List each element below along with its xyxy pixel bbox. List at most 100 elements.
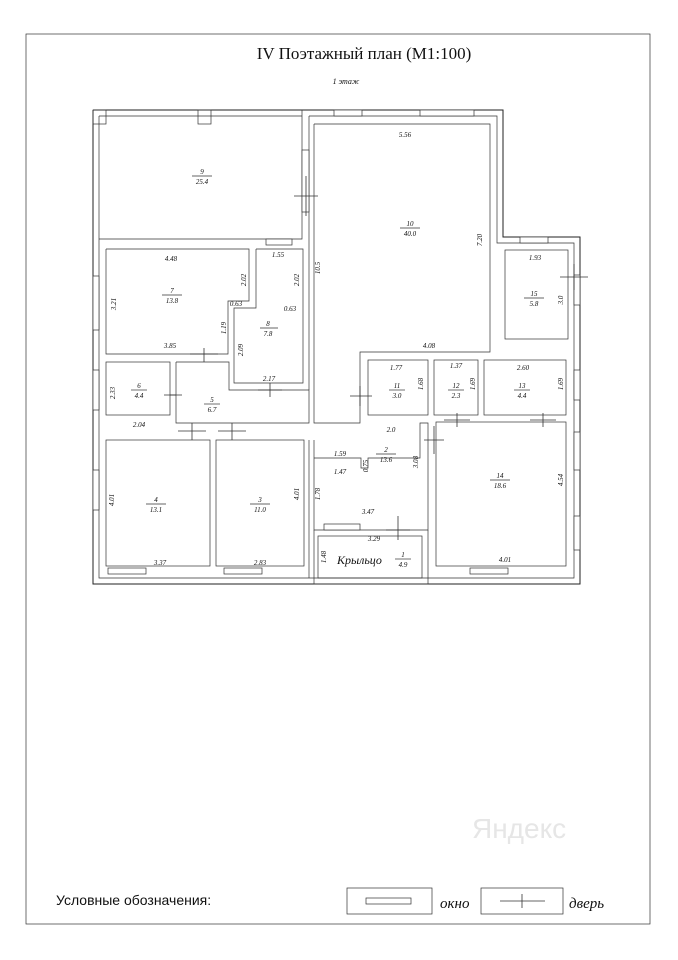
room-2-label: 213.6	[376, 446, 396, 464]
svg-text:4.08: 4.08	[423, 342, 436, 350]
room-3-label: 311.0	[250, 496, 270, 514]
room-8-label: 87.8	[260, 320, 278, 338]
svg-text:2.09: 2.09	[237, 343, 245, 356]
room-4-label: 413.1	[146, 496, 166, 514]
room-15-label: 155.8	[524, 290, 544, 308]
doors	[164, 176, 588, 540]
svg-text:1.37: 1.37	[450, 362, 463, 370]
svg-text:11.0: 11.0	[254, 506, 266, 514]
svg-text:12: 12	[453, 382, 461, 390]
legend-window-label: окно	[440, 896, 470, 912]
svg-text:1.47: 1.47	[334, 468, 347, 476]
room-9-label: 925.4	[192, 168, 212, 186]
svg-text:1.93: 1.93	[529, 254, 542, 262]
svg-text:3.29: 3.29	[367, 535, 381, 543]
svg-text:13: 13	[519, 382, 527, 390]
legend-window-symbol	[346, 887, 433, 915]
svg-text:8: 8	[266, 320, 270, 328]
exterior-walls	[92, 109, 581, 585]
svg-text:2.02: 2.02	[293, 273, 301, 286]
svg-text:1.55: 1.55	[272, 251, 285, 259]
svg-text:2.33: 2.33	[109, 386, 117, 399]
svg-text:2.02: 2.02	[240, 273, 248, 286]
svg-text:7: 7	[170, 287, 174, 295]
floor-label: 1 этаж	[333, 77, 360, 86]
svg-text:5.8: 5.8	[530, 300, 539, 308]
svg-text:2.04: 2.04	[133, 421, 146, 429]
svg-text:13.6: 13.6	[380, 456, 393, 464]
svg-text:2: 2	[384, 446, 388, 454]
windows	[92, 109, 581, 575]
plan-title: IV Поэтажный план (М1:100)	[257, 44, 472, 63]
svg-text:2.60: 2.60	[517, 364, 530, 372]
svg-text:0.63: 0.63	[230, 300, 243, 308]
svg-text:7.8: 7.8	[264, 330, 273, 338]
svg-text:2.0: 2.0	[387, 426, 396, 434]
room-14-label: 14 18.6	[490, 472, 510, 490]
legend-label: Условные обозначения:	[56, 892, 211, 908]
svg-text:40.0: 40.0	[404, 230, 417, 238]
svg-text:1.77: 1.77	[390, 364, 403, 372]
svg-text:3.37: 3.37	[153, 559, 167, 567]
svg-text:6: 6	[137, 382, 141, 390]
legend-door-label: дверь	[569, 896, 604, 912]
svg-text:13.8: 13.8	[166, 297, 179, 305]
svg-text:1.68: 1.68	[417, 377, 425, 390]
svg-text:3.0: 3.0	[392, 392, 402, 400]
svg-text:3: 3	[257, 496, 262, 504]
watermark: Яндекс	[472, 813, 566, 844]
svg-text:9: 9	[200, 168, 204, 176]
svg-text:4: 4	[154, 496, 158, 504]
dimension-labels: 5.56 7.20 10.5 4.08 4.48 2.02 0.63 3.21 …	[108, 131, 565, 567]
svg-text:18.6: 18.6	[494, 482, 507, 490]
svg-text:3.47: 3.47	[361, 508, 375, 516]
svg-text:6.7: 6.7	[208, 406, 217, 414]
svg-text:4.48: 4.48	[165, 255, 178, 263]
svg-text:7.20: 7.20	[476, 233, 484, 246]
room-12-label: 122.3	[448, 382, 464, 400]
svg-text:1.48: 1.48	[320, 550, 328, 563]
svg-text:1.69: 1.69	[469, 377, 477, 390]
room-10-label: 10 40.0	[400, 220, 420, 238]
svg-text:4.01: 4.01	[108, 494, 116, 506]
svg-text:1.19: 1.19	[220, 321, 228, 334]
svg-text:2.3: 2.3	[452, 392, 461, 400]
room-11-label: 113.0	[389, 382, 405, 400]
legend-door-symbol	[480, 887, 564, 915]
svg-text:1.59: 1.59	[334, 450, 347, 458]
svg-text:4.54: 4.54	[557, 473, 565, 486]
svg-text:2.17: 2.17	[263, 375, 276, 383]
room-1-label: 14.9	[395, 551, 411, 569]
svg-text:0.63: 0.63	[284, 305, 297, 313]
svg-text:10: 10	[407, 220, 415, 228]
svg-text:25.4: 25.4	[196, 178, 209, 186]
legend: Условные обозначения: окно дверь	[56, 887, 604, 915]
sheet-frame	[25, 33, 651, 925]
svg-text:5: 5	[210, 396, 214, 404]
svg-text:3.0: 3.0	[557, 295, 565, 305]
svg-text:4.4: 4.4	[518, 392, 527, 400]
room-13-label: 134.4	[514, 382, 530, 400]
svg-text:10.5: 10.5	[314, 261, 322, 274]
room-6-label: 64.4	[131, 382, 147, 400]
svg-text:4.9: 4.9	[399, 561, 408, 569]
svg-text:5.56: 5.56	[399, 131, 412, 139]
svg-text:2.83: 2.83	[254, 559, 267, 567]
svg-text:3.21: 3.21	[110, 298, 118, 311]
svg-text:15: 15	[531, 290, 539, 298]
room-outlines	[99, 110, 569, 585]
svg-text:1: 1	[401, 551, 405, 559]
svg-text:14: 14	[497, 472, 505, 480]
svg-text:1.69: 1.69	[557, 377, 565, 390]
svg-text:4.01: 4.01	[293, 488, 301, 500]
svg-text:3.85: 3.85	[163, 342, 177, 350]
svg-text:1.78: 1.78	[314, 487, 322, 500]
room-5-label: 56.7	[204, 396, 220, 414]
porch-label: Крыльцо	[336, 553, 382, 567]
svg-text:0.75: 0.75	[362, 459, 370, 472]
svg-text:4.01: 4.01	[499, 556, 511, 564]
svg-text:4.4: 4.4	[135, 392, 144, 400]
svg-text:13.1: 13.1	[150, 506, 162, 514]
